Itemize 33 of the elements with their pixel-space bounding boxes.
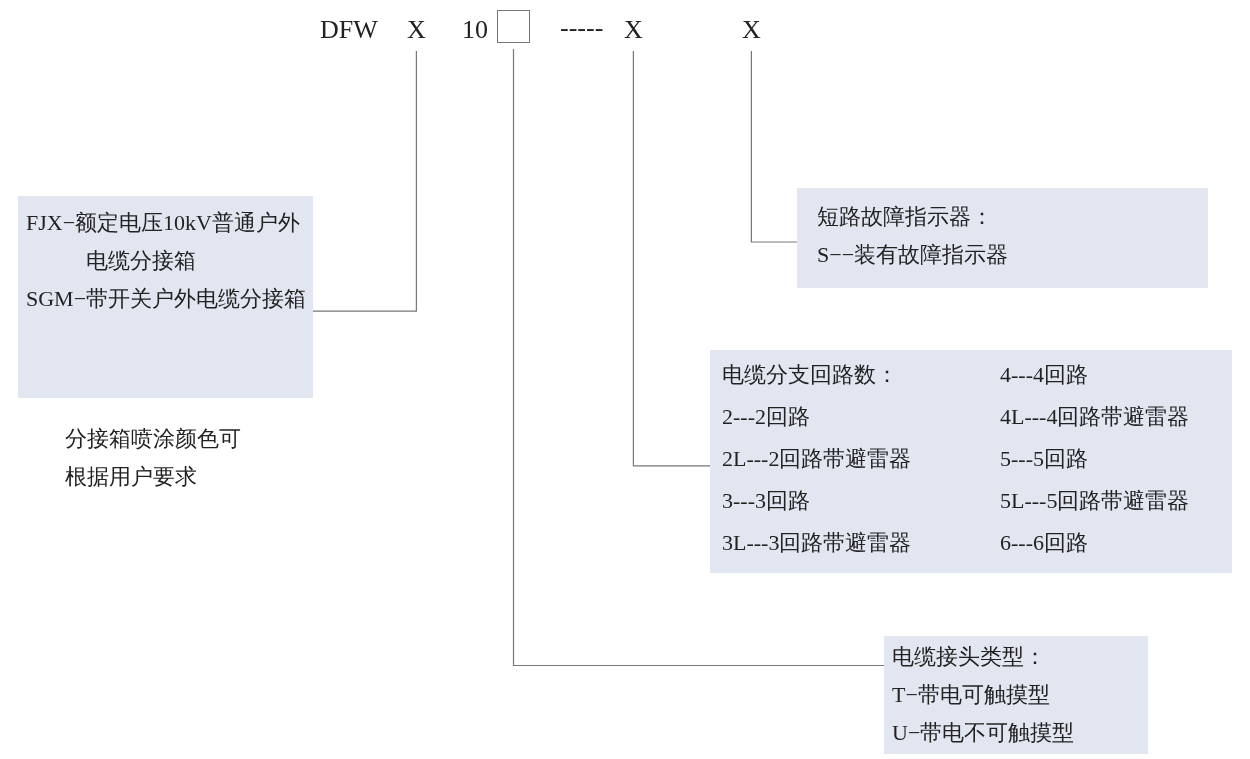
option-panel xyxy=(884,636,1148,754)
separator-dashes: ----- xyxy=(560,13,604,43)
option-panel xyxy=(797,188,1208,288)
code-letter: X xyxy=(407,15,426,45)
option-text: FJX−额定电压10kV普通户外电缆分接箱 xyxy=(26,209,301,275)
option-text: 5L---5回路带避雷器 xyxy=(1000,487,1190,515)
empty-square xyxy=(497,10,530,43)
option-text: 短路故障指示器： xyxy=(817,203,994,231)
code-letter: X xyxy=(742,15,761,45)
model-code: DFW xyxy=(320,15,378,45)
option-text: T−带电可触摸型 xyxy=(892,681,1051,709)
note-text: 分接箱喷涂颜色可根据用户要求 xyxy=(65,425,242,491)
option-panel xyxy=(710,350,1232,573)
option-text: 电缆接头类型： xyxy=(892,643,1047,671)
option-text: S−−装有故障指示器 xyxy=(817,241,1010,269)
option-text: U−带电不可触摸型 xyxy=(892,719,1076,747)
leader-line xyxy=(512,48,885,667)
leader-line xyxy=(312,50,417,312)
leader-line xyxy=(632,50,711,467)
option-text: 5---5回路 xyxy=(1000,445,1088,473)
option-panel xyxy=(18,196,313,398)
option-text: 4---4回路 xyxy=(1000,361,1088,389)
option-text: 6---6回路 xyxy=(1000,529,1088,557)
model-code: 10 xyxy=(462,15,488,45)
option-text: 4L---4回路带避雷器 xyxy=(1000,403,1190,431)
option-text: 3L---3回路带避雷器 xyxy=(722,529,912,557)
option-text: 电缆分支回路数： xyxy=(722,361,898,389)
code-letter: X xyxy=(624,15,643,45)
leader-line xyxy=(750,50,798,243)
option-text: 2---2回路 xyxy=(722,403,810,431)
option-text: 3---3回路 xyxy=(722,487,810,515)
option-text: 2L---2回路带避雷器 xyxy=(722,445,912,473)
option-text: SGM−带开关户外电缆分接箱 xyxy=(26,285,308,313)
